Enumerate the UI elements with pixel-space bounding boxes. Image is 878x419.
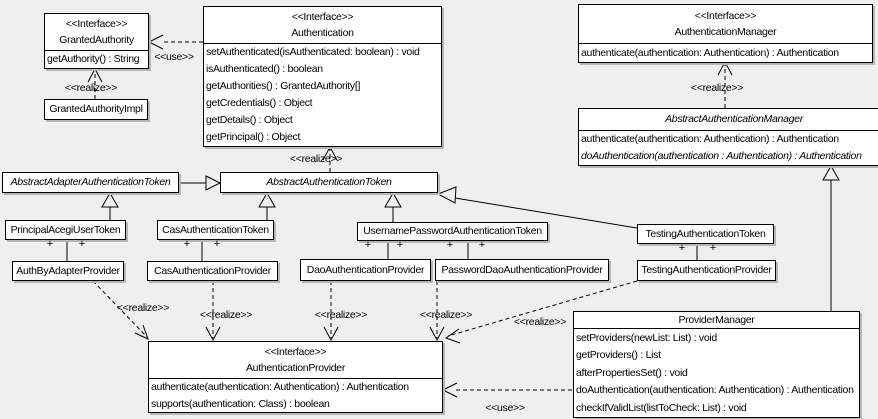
class-box-testing-authentication-provider[interactable]: TestingAuthenticationProvider [637, 260, 776, 281]
method-label: isAuthenticated() : boolean [206, 63, 323, 76]
use-label: <<use>> [485, 402, 525, 414]
class-name: AbstractAuthenticationToken [266, 176, 392, 189]
class-name: AuthByAdapterProvider [16, 264, 120, 277]
method-label: setProviders(newList: List) : void [576, 331, 717, 344]
realize-label: <<realize>> [513, 316, 567, 328]
class-name: UsernamePasswordAuthenticationToken [363, 225, 542, 238]
plus-label: + [46, 238, 54, 250]
method-label: authenticate(authentication: Authenticat… [581, 46, 839, 59]
class-box-cas-authentication-provider[interactable]: CasAuthenticationProvider [147, 261, 278, 281]
method-label: getAuthority() : String [47, 53, 140, 66]
plus-label: + [446, 239, 454, 251]
class-box-dao-authentication-provider[interactable]: DaoAuthenticationProvider [300, 259, 431, 281]
use-label: <<use>> [154, 51, 194, 63]
plus-label: + [78, 238, 86, 250]
method-label: getPrincipal() : Object [206, 131, 301, 144]
method-label: getProviders() : List [576, 349, 661, 362]
realize-label: <<realize>> [419, 309, 473, 321]
class-box-abstract-adapter-authentication-token[interactable]: AbstractAdapterAuthenticationToken [2, 172, 179, 193]
class-box-password-dao-authentication-provider[interactable]: PasswordDaoAuthenticationProvider [435, 259, 609, 281]
realize-label: <<realize>> [690, 82, 744, 94]
class-box-abstract-authentication-token[interactable]: AbstractAuthenticationToken [220, 172, 438, 193]
realize-label: <<realize>> [116, 302, 170, 314]
class-box-granted-authority[interactable]: <<Interface>> GrantedAuthority getAuthor… [44, 13, 149, 69]
class-name: DaoAuthenticationProvider [306, 263, 425, 276]
class-name: AbstractAdapterAuthenticationToken [10, 176, 171, 189]
plus-label: + [709, 242, 717, 254]
class-name: TestingAuthenticationToken [645, 227, 766, 240]
class-box-granted-authority-impl[interactable]: GrantedAuthorityImpl [44, 99, 148, 120]
plus-label: + [213, 238, 221, 250]
realize-label: <<realize>> [314, 309, 368, 321]
class-box-auth-by-adapter-provider[interactable]: AuthByAdapterProvider [12, 261, 124, 281]
stereotype-label: <<Interface>> [65, 18, 128, 30]
plus-label: + [183, 238, 191, 250]
dashed-lines [94, 41, 726, 391]
stereotype-label: <<Interface>> [264, 346, 327, 358]
class-box-abstract-authentication-manager[interactable]: AbstractAuthenticationManager authentica… [578, 108, 878, 166]
method-label: doAuthentication(authentication : Authen… [581, 150, 862, 163]
class-name: PrincipalAcegiUserToken [10, 223, 121, 236]
method-label: afterPropertiesSet() : void [576, 366, 688, 379]
method-label: checkIfValidList(listToCheck: List) : vo… [576, 401, 747, 414]
class-box-authentication[interactable]: <<Interface>> Authentication setAuthenti… [203, 6, 442, 147]
dashed-diagonals [92, 280, 638, 338]
class-name: TestingAuthenticationProvider [641, 264, 772, 277]
class-name: CasAuthenticationToken [162, 223, 269, 236]
open-arrowheads [87, 34, 733, 398]
stereotype-label: <<Interface>> [694, 9, 757, 22]
realize-label: <<realize>> [289, 153, 343, 165]
class-box-username-password-authentication-token[interactable]: UsernamePasswordAuthenticationToken [357, 222, 548, 241]
class-name: CasAuthenticationProvider [154, 264, 271, 277]
generalization-diagonal [454, 197, 638, 229]
plus-label: + [364, 239, 372, 251]
method-label: authenticate(authentication: Authenticat… [151, 381, 409, 393]
class-box-cas-authentication-token[interactable]: CasAuthenticationToken [157, 220, 274, 240]
class-box-principal-acegi-user-token[interactable]: PrincipalAcegiUserToken [5, 220, 126, 240]
method-label: doAuthentication(authentication: Authent… [576, 384, 854, 397]
class-box-authentication-manager[interactable]: <<Interface>> AuthenticationManager auth… [578, 4, 873, 63]
class-box-authentication-provider[interactable]: <<Interface>> AuthenticationProvider aut… [148, 341, 443, 413]
class-name: ProviderManager [678, 313, 755, 326]
class-box-provider-manager[interactable]: ProviderManager setProviders(newList: Li… [573, 311, 860, 418]
method-label: getCredentials() : Object [206, 97, 313, 110]
class-name: PasswordDaoAuthenticationProvider [441, 263, 603, 276]
stereotype-label: <<Interface>> [291, 11, 354, 23]
class-name: Authentication [291, 26, 354, 39]
class-name: AuthenticationManager [674, 25, 777, 38]
plus-label: + [478, 239, 486, 251]
method-label: setAuthenticated(isAuthenticated: boolea… [206, 46, 420, 59]
generalization-triangles [101, 164, 840, 208]
method-label: getDetails() : Object [206, 114, 293, 127]
plus-label: + [678, 242, 686, 254]
generalization-lines [66, 180, 832, 311]
plus-label: + [396, 239, 404, 251]
class-name: GrantedAuthorityImpl [49, 103, 143, 116]
class-name: GrantedAuthority [59, 33, 134, 46]
class-box-testing-authentication-token[interactable]: TestingAuthenticationToken [637, 224, 774, 244]
method-label: getAuthorities() : GrantedAuthority[] [206, 80, 361, 93]
class-name: AbstractAuthenticationManager [665, 113, 803, 126]
realize-label: <<realize>> [64, 82, 118, 94]
realize-label: <<realize>> [199, 309, 253, 321]
method-label: supports(authentication: Class) : boolea… [151, 397, 330, 410]
class-name: AuthenticationProvider [245, 361, 346, 374]
method-label: authenticate(authentication: Authenticat… [581, 133, 839, 146]
